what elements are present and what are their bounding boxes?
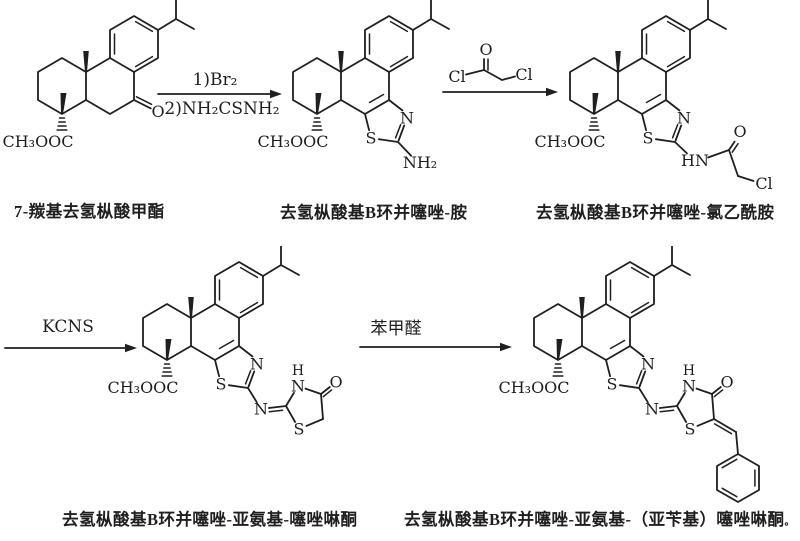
cl-label-left: Cl — [448, 67, 465, 86]
step3-reagent: KCNS — [42, 317, 94, 337]
amide-o-label: O — [733, 122, 746, 141]
methyl-wedge-c4 — [60, 93, 67, 114]
arrowhead — [125, 343, 137, 353]
compound-4-name: 去氢枞酸基B环并噻唑-亚氨基-噻唑啉酮 — [62, 510, 358, 529]
structure-compound-4 — [106, 246, 344, 440]
chain-cl-label: Cl — [755, 174, 772, 193]
structure-compound-3: HN O Cl — [533, 0, 773, 193]
step1-reagent-below: 2)NH₂CSNH₂ — [164, 99, 279, 119]
compound-5-name: 去氢枞酸基B环并噻唑-亚氨基-（亚苄基）噻唑啉酮。 — [404, 506, 795, 530]
amide-hn-label: HN — [681, 151, 709, 170]
compound-3-name: 去氢枞酸基B环并噻唑-氯乙酰胺 — [536, 203, 775, 222]
chloroacetyl-chloride-structure: Cl O Cl — [448, 40, 532, 86]
step1-reagent-above: 1)Br₂ — [193, 70, 238, 90]
reaction-arrow-4: 苯甲醛 — [359, 319, 512, 352]
step4-reagent: 苯甲醛 — [371, 319, 422, 339]
reaction-arrow-2: Cl O Cl — [442, 40, 558, 97]
reaction-arrow-3: KCNS — [4, 317, 137, 353]
amine-label: NH₂ — [403, 153, 437, 172]
structure-compound-1: CH₃OOC O — [2, 0, 195, 151]
compound-5-suffix: 。 — [784, 517, 795, 528]
arrowhead — [500, 342, 512, 352]
compound-2-name: 去氢枞酸基B环并噻唑-胺 — [280, 203, 468, 222]
structure-compound-5 — [497, 246, 760, 503]
o-label: O — [479, 40, 492, 59]
compound-1-name: 7-羰基去氢枞酸甲酯 — [14, 202, 165, 221]
structure-compound-2: NH₂ — [256, 0, 450, 172]
cl-label-right: Cl — [515, 65, 532, 84]
ketone-o-label: O — [151, 102, 164, 121]
ester-label: CH₃OOC — [2, 132, 73, 151]
reaction-arrow-1: 1)Br₂ 2)NH₂CSNH₂ — [157, 70, 282, 119]
methyl-wedge-c10 — [83, 51, 89, 72]
hashed-ester-bond — [56, 117, 68, 131]
compound-5-text: 去氢枞酸基B环并噻唑-亚氨基-（亚苄基）噻唑啉酮 — [404, 510, 785, 529]
arrowhead — [546, 87, 558, 97]
benzylidene-group — [713, 418, 760, 503]
arrowhead — [270, 89, 282, 99]
